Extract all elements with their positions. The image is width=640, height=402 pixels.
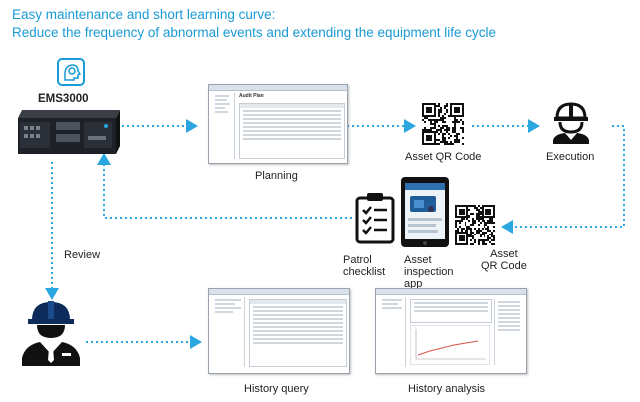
asset-qr-bottom-line1: Asset	[490, 248, 518, 260]
patrol-checklist-line1: Patrol	[343, 254, 372, 266]
history-query-table	[249, 299, 347, 367]
gear-head-icon	[57, 58, 85, 86]
patrol-checklist-line2: checklist	[343, 266, 386, 278]
asset-qr-bottom-label: Asset QR Code	[481, 248, 527, 272]
history-analysis-table	[410, 299, 492, 323]
worker-hardhat-icon	[553, 102, 589, 144]
planning-label: Planning	[255, 170, 298, 182]
planning-screenshot: Audit Plan	[208, 84, 348, 164]
inspection-app-line3: app	[404, 278, 423, 290]
arrow-checklist-to-server	[97, 153, 352, 219]
heading-line-2: Reduce the frequency of abnormal events …	[12, 25, 497, 40]
clipboard-checklist-icon	[355, 193, 395, 244]
history-analysis-tree	[494, 299, 523, 365]
planning-window-title: Audit Plan	[239, 93, 264, 99]
qr-code-top	[422, 103, 464, 145]
arrow-execution-to-bottom-qr	[501, 125, 625, 234]
history-query-filters	[212, 297, 245, 367]
history-analysis-screenshot	[375, 288, 527, 374]
qr-code-bottom	[455, 205, 495, 245]
history-analysis-label: History analysis	[408, 383, 486, 395]
inspection-app-line1: Asset	[404, 254, 432, 266]
heading-line-1: Easy maintenance and short learning curv…	[12, 7, 276, 22]
server-label: EMS3000	[38, 93, 89, 105]
manager-hardhat-icon	[22, 301, 80, 366]
inspection-app-line2: inspection	[404, 266, 454, 278]
review-label: Review	[64, 249, 101, 261]
history-query-screenshot	[208, 288, 350, 374]
asset-qr-bottom-line2: QR Code	[481, 260, 527, 272]
patrol-checklist-label: Patrol checklist	[343, 254, 385, 278]
history-analysis-filters	[379, 297, 406, 367]
inspection-app-label: Asset inspection app	[404, 254, 454, 290]
planning-tree	[212, 93, 235, 159]
planning-table	[239, 103, 345, 159]
server-rack-icon	[18, 110, 120, 154]
history-analysis-trend	[410, 325, 490, 365]
history-query-label: History query	[244, 383, 309, 395]
tablet-app-icon	[401, 177, 449, 247]
execution-label: Execution	[546, 151, 595, 163]
asset-qr-top-label: Asset QR Code	[405, 151, 482, 163]
